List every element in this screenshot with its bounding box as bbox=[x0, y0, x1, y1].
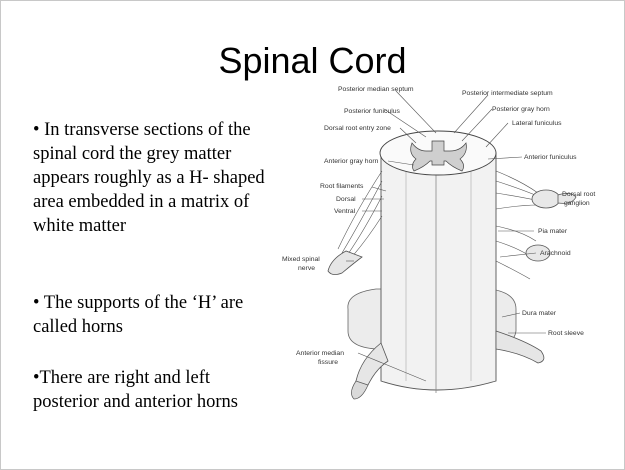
bullet-grey-matter: • In transverse sections of the spinal c… bbox=[33, 120, 265, 236]
label-posterior-gray-horn: Posterior gray horn bbox=[492, 106, 550, 113]
label-mixed-spinal-nerve-line1: Mixed spinal bbox=[282, 256, 320, 263]
root-filament bbox=[349, 215, 383, 260]
label-root-filaments: Root filaments bbox=[320, 183, 364, 190]
label-ventral: Ventral bbox=[334, 208, 356, 215]
label-dorsal-root-ganglion-line1: Dorsal root bbox=[562, 191, 595, 198]
label-posterior-funiculus: Posterior funiculus bbox=[344, 108, 401, 115]
label-root-sleeve: Root sleeve bbox=[548, 330, 584, 337]
cord-column bbox=[380, 152, 497, 391]
label-anterior-funiculus: Anterior funiculus bbox=[524, 154, 577, 161]
label-dorsal-root-ganglion-line2: ganglion bbox=[564, 200, 590, 207]
label-dura-mater: Dura mater bbox=[522, 310, 557, 317]
root-filament bbox=[345, 195, 383, 258]
root-filament bbox=[341, 180, 383, 254]
root-filament bbox=[337, 170, 383, 250]
dorsal-root-ganglion bbox=[531, 189, 561, 209]
leader-line bbox=[461, 108, 493, 142]
leader-line bbox=[487, 156, 523, 160]
label-dorsal: Dorsal bbox=[336, 196, 356, 203]
left-mixed-nerve bbox=[327, 250, 363, 275]
ganglion-tip bbox=[557, 193, 577, 204]
bullet-horns: • The supports of the ‘H’ are called hor… bbox=[33, 293, 244, 337]
label-anterior-median-fissure-line2: fissure bbox=[318, 359, 338, 366]
label-anterior-gray-horn: Anterior gray horn bbox=[324, 158, 379, 165]
label-pia-mater: Pia mater bbox=[538, 228, 568, 235]
leader-line bbox=[383, 108, 427, 138]
leader-line bbox=[399, 127, 417, 144]
lower-left-nerve-tip bbox=[351, 380, 369, 400]
leader-line bbox=[453, 94, 489, 134]
root-filament bbox=[495, 170, 539, 194]
label-mixed-spinal-nerve-line2: nerve bbox=[298, 265, 315, 272]
label-dorsal-root-entry-zone: Dorsal root entry zone bbox=[324, 125, 391, 132]
leader-line bbox=[387, 160, 415, 166]
lower-right-nerve bbox=[495, 330, 545, 364]
leader-line bbox=[357, 352, 427, 382]
leader-line bbox=[499, 252, 537, 258]
label-lateral-funiculus: Lateral funiculus bbox=[512, 120, 562, 127]
leader-line bbox=[371, 186, 387, 192]
spinal-cord-illustration: Posterior median septum Posterior interm… bbox=[282, 86, 595, 400]
label-anterior-median-fissure-line1: Anterior median bbox=[296, 350, 344, 357]
root-filament bbox=[495, 225, 537, 242]
leader-line bbox=[395, 90, 437, 134]
root-filament bbox=[495, 260, 531, 280]
bullet-horn-types: •There are right and left posterior and … bbox=[33, 368, 238, 412]
spinal-cord-diagram: Posterior median septum Posterior interm… bbox=[276, 81, 621, 426]
leader-line bbox=[501, 312, 521, 318]
label-posterior-median-septum: Posterior median septum bbox=[338, 86, 414, 93]
label-arachnoid: Arachnoid bbox=[540, 250, 571, 257]
slide-title: Spinal Cord bbox=[218, 40, 407, 81]
leader-line bbox=[485, 122, 509, 148]
root-filament bbox=[495, 204, 539, 210]
label-posterior-intermediate-septum: Posterior intermediate septum bbox=[462, 90, 553, 97]
dorsal-root-ganglion-lower bbox=[525, 244, 551, 262]
